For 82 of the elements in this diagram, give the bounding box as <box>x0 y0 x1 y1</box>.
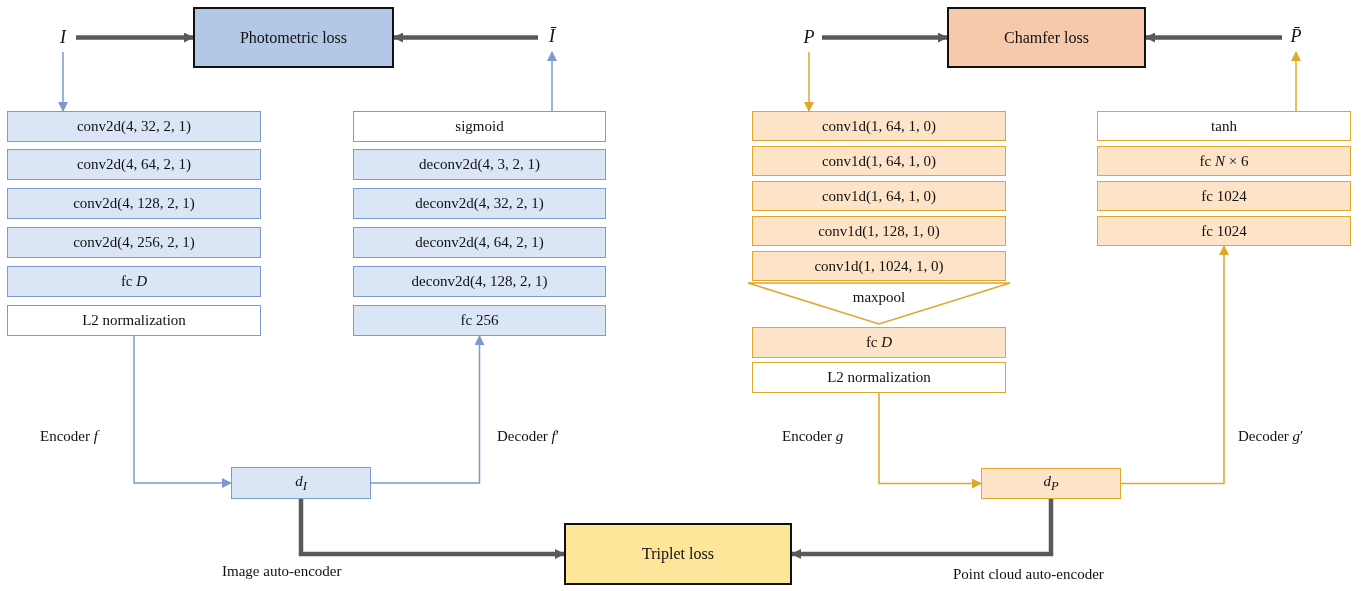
node-text: Ī <box>549 25 555 47</box>
node-text: P <box>803 26 815 48</box>
layer-box <box>7 111 261 142</box>
arrow <box>298 499 565 559</box>
loss-box <box>193 7 394 68</box>
arrow <box>393 32 538 43</box>
arrow <box>878 392 982 489</box>
node-text: sigmoid <box>455 118 504 135</box>
layer-box <box>1097 216 1351 246</box>
node-text: deconv2d(4, 128, 2, 1) <box>411 273 548 290</box>
node-text: conv2d(4, 128, 2, 1) <box>73 195 195 212</box>
caption-label: Image auto-encoder <box>222 563 342 580</box>
loss-box <box>564 523 792 585</box>
layer-box <box>1097 146 1351 176</box>
node-text: conv2d(4, 32, 2, 1) <box>76 118 192 135</box>
layer-box <box>353 149 606 180</box>
node-text: fc 256 <box>460 312 499 329</box>
node-text: fc 1024 <box>1201 187 1247 205</box>
layer-box <box>7 266 261 297</box>
node-text: conv1d(1, 64, 1, 0) <box>821 117 937 135</box>
arrow <box>1120 245 1229 485</box>
node-text: d$_{P}$ <box>1043 473 1059 494</box>
layer-box <box>752 111 1006 141</box>
node-text: Chamfer loss <box>1004 28 1089 47</box>
arrow <box>822 32 948 43</box>
layer-box <box>7 227 261 258</box>
node-text: Photometric loss <box>239 28 348 47</box>
arrow <box>370 335 485 484</box>
layer-box <box>353 305 606 336</box>
layer-box <box>752 216 1006 246</box>
layer-box <box>231 467 371 499</box>
caption-label: Decoder f′ <box>497 428 559 445</box>
layer-box <box>7 149 261 180</box>
arrow <box>133 335 232 488</box>
node-text: fc N × 6 <box>1199 152 1249 170</box>
node-text: conv1d(1, 64, 1, 0) <box>821 152 937 170</box>
node-text: d$_{I}$ <box>295 472 307 494</box>
node-text: L2 normalization <box>827 369 931 386</box>
layer-box <box>752 181 1006 211</box>
node-text: fc D <box>865 334 893 351</box>
layer-box <box>981 468 1121 499</box>
loss-box <box>947 7 1146 68</box>
arrow <box>547 51 557 112</box>
arrow <box>804 51 814 112</box>
caption-label: Encoder f <box>40 428 98 445</box>
layer-box <box>353 111 606 142</box>
layer-box <box>752 327 1006 358</box>
caption-label: Point cloud auto-encoder <box>953 566 1104 583</box>
node-text: conv2d(4, 64, 2, 1) <box>76 156 192 173</box>
layer-box <box>752 251 1006 281</box>
layer-box <box>1097 181 1351 211</box>
layer-box <box>752 146 1006 176</box>
arrow <box>1291 51 1301 112</box>
layer-box <box>7 305 261 336</box>
node-text: P̄ <box>1290 25 1302 47</box>
layer-box <box>1097 111 1351 141</box>
layer-box <box>353 188 606 219</box>
node-text: deconv2d(4, 32, 2, 1) <box>415 195 544 212</box>
layer-box <box>353 266 606 297</box>
node-text: conv1d(1, 64, 1, 0) <box>821 187 937 205</box>
caption-label: Encoder g <box>782 428 844 445</box>
node-text: conv1d(1, 1024, 1, 0) <box>814 257 944 275</box>
arrow <box>1145 32 1282 43</box>
node-text: maxpool <box>852 289 906 306</box>
node-text: L2 normalization <box>82 312 186 329</box>
node-text: conv1d(1, 128, 1, 0) <box>818 222 940 240</box>
layer-box <box>353 227 606 258</box>
node-text: fc 1024 <box>1201 222 1247 240</box>
arrow <box>791 499 1054 559</box>
node-text: I <box>60 26 66 48</box>
node-text: tanh <box>1211 117 1237 135</box>
node-text: conv2d(4, 256, 2, 1) <box>73 234 195 251</box>
node-text: deconv2d(4, 64, 2, 1) <box>415 234 544 251</box>
arrow <box>76 32 194 43</box>
layer-box <box>752 362 1006 393</box>
node-text: Triplet loss <box>642 545 714 563</box>
arrow <box>58 51 68 112</box>
node-text: fc D <box>120 273 148 290</box>
maxpool-triangle <box>748 283 1010 324</box>
layer-box <box>7 188 261 219</box>
node-text: deconv2d(4, 3, 2, 1) <box>419 156 540 173</box>
caption-label: Decoder g′ <box>1238 428 1304 445</box>
